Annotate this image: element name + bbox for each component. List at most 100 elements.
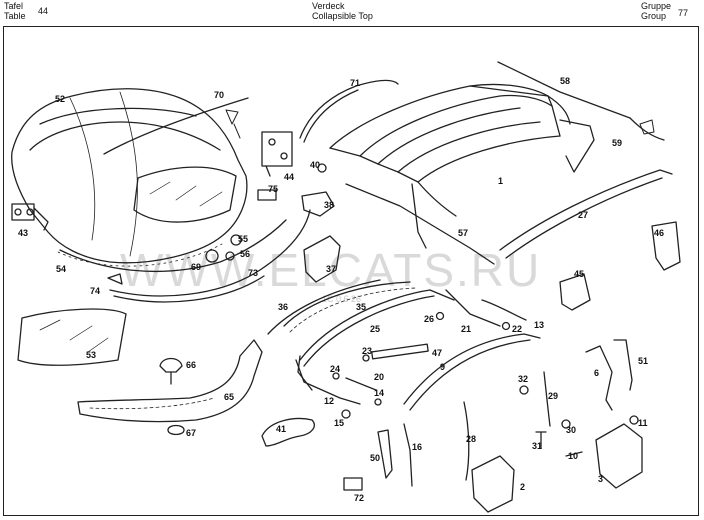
part-21-link xyxy=(445,289,501,327)
callout: 24 xyxy=(330,364,341,374)
part-16-lever xyxy=(403,423,413,487)
part-70-strip xyxy=(103,97,249,155)
callout: 44 xyxy=(284,172,295,182)
group-label: Gruppe Group 77 xyxy=(641,1,688,21)
callout: 22 xyxy=(512,324,523,334)
part-59-rod xyxy=(629,117,665,141)
watermark-code: 1C 0 6 26 xyxy=(322,294,362,304)
part-23-screw xyxy=(362,354,370,362)
part-44-bracket xyxy=(261,131,293,177)
part-56-grommet xyxy=(225,251,235,261)
callout: 67 xyxy=(186,428,197,438)
group-label-en: Group xyxy=(641,11,667,21)
callout: 50 xyxy=(370,453,381,463)
callout: 47 xyxy=(432,348,443,358)
part-67-grommet xyxy=(167,424,185,436)
part-35-trim xyxy=(283,281,411,327)
callout: 55 xyxy=(238,234,249,244)
callout: 36 xyxy=(278,302,289,312)
part-28-rod xyxy=(463,401,470,481)
callout: 40 xyxy=(310,160,321,170)
part-72-clip xyxy=(343,477,363,491)
page-title-en: Collapsible Top xyxy=(312,11,373,21)
part-41-handle xyxy=(261,417,315,447)
part-29-rod xyxy=(543,371,551,427)
callout: 58 xyxy=(560,76,571,86)
part-2-bracket xyxy=(471,455,515,513)
callout: 53 xyxy=(86,350,97,360)
callout: 66 xyxy=(186,360,197,370)
part-65-weatherstrip xyxy=(77,339,263,423)
part-11-washer xyxy=(629,415,639,425)
part-50-bracket xyxy=(377,429,393,479)
callout: 35 xyxy=(356,302,367,312)
callout: 27 xyxy=(578,210,589,220)
callout: 25 xyxy=(370,324,381,334)
part-32-washer xyxy=(519,385,529,395)
callout: 75 xyxy=(268,184,279,194)
callout: 57 xyxy=(458,228,469,238)
part-26-washer xyxy=(435,311,445,321)
part-37-bracket xyxy=(303,235,341,283)
part-9-rail xyxy=(409,339,531,411)
part-27-rail xyxy=(499,169,673,251)
callout: 69 xyxy=(191,262,202,272)
diagram-frame xyxy=(3,26,699,516)
part-30-washer xyxy=(561,419,571,429)
part-20-link xyxy=(345,377,377,391)
callout: 26 xyxy=(424,314,435,324)
callout: 38 xyxy=(324,200,335,210)
part-54-seal xyxy=(59,219,287,273)
part-69-grommet xyxy=(205,249,219,263)
part-40-washer xyxy=(317,163,327,173)
callout: 70 xyxy=(214,90,225,100)
part-22-washer xyxy=(501,321,511,331)
part-15-washer xyxy=(341,409,351,419)
part-14-bolt xyxy=(374,398,382,406)
part-31-bolt xyxy=(535,431,547,449)
callout: 3 xyxy=(598,474,604,484)
callout: 54 xyxy=(56,264,67,274)
part-74-clip xyxy=(107,273,123,285)
callout: 23 xyxy=(362,346,373,356)
part-43-bracket xyxy=(11,203,49,231)
part-66-knob xyxy=(159,357,183,385)
group-label-de: Gruppe xyxy=(641,1,672,11)
page-title-de: Verdeck xyxy=(312,1,345,11)
part-12-linkage xyxy=(295,359,361,405)
callout: 14 xyxy=(374,388,385,398)
callout: 46 xyxy=(654,228,665,238)
callout: 10 xyxy=(568,451,579,461)
callout: 31 xyxy=(532,441,543,451)
table-label-de: Tafel xyxy=(4,1,24,11)
part-71-bow xyxy=(299,79,399,139)
callout: 13 xyxy=(534,320,545,330)
callout: 37 xyxy=(326,264,337,274)
callout: 56 xyxy=(240,249,251,259)
callout: 65 xyxy=(224,392,235,402)
group-number: 77 xyxy=(678,8,689,18)
page-title: Verdeck Collapsible Top xyxy=(312,1,373,21)
callout: 52 xyxy=(55,94,66,104)
part-55-grommet xyxy=(230,234,242,246)
callout: 29 xyxy=(548,391,559,401)
part-53-rear-window xyxy=(17,308,127,366)
part-57-rod xyxy=(345,183,495,265)
callout: 71 xyxy=(350,78,361,88)
part-75-clip xyxy=(257,189,277,201)
callout: 43 xyxy=(18,228,29,238)
part-46-latch xyxy=(651,221,681,271)
table-label: Tafel Table 44 xyxy=(4,1,48,21)
callout: 9 xyxy=(440,362,446,372)
callout: 16 xyxy=(412,442,423,452)
callout: 28 xyxy=(466,434,477,444)
callout: 6 xyxy=(594,368,600,378)
soft-top-cover xyxy=(11,88,248,267)
part-38-latch xyxy=(301,191,335,217)
part-3-bracket xyxy=(595,423,643,489)
callout: 74 xyxy=(90,286,101,296)
callout: 72 xyxy=(354,493,365,503)
table-number: 44 xyxy=(38,6,49,16)
part-6-lever xyxy=(585,345,613,411)
